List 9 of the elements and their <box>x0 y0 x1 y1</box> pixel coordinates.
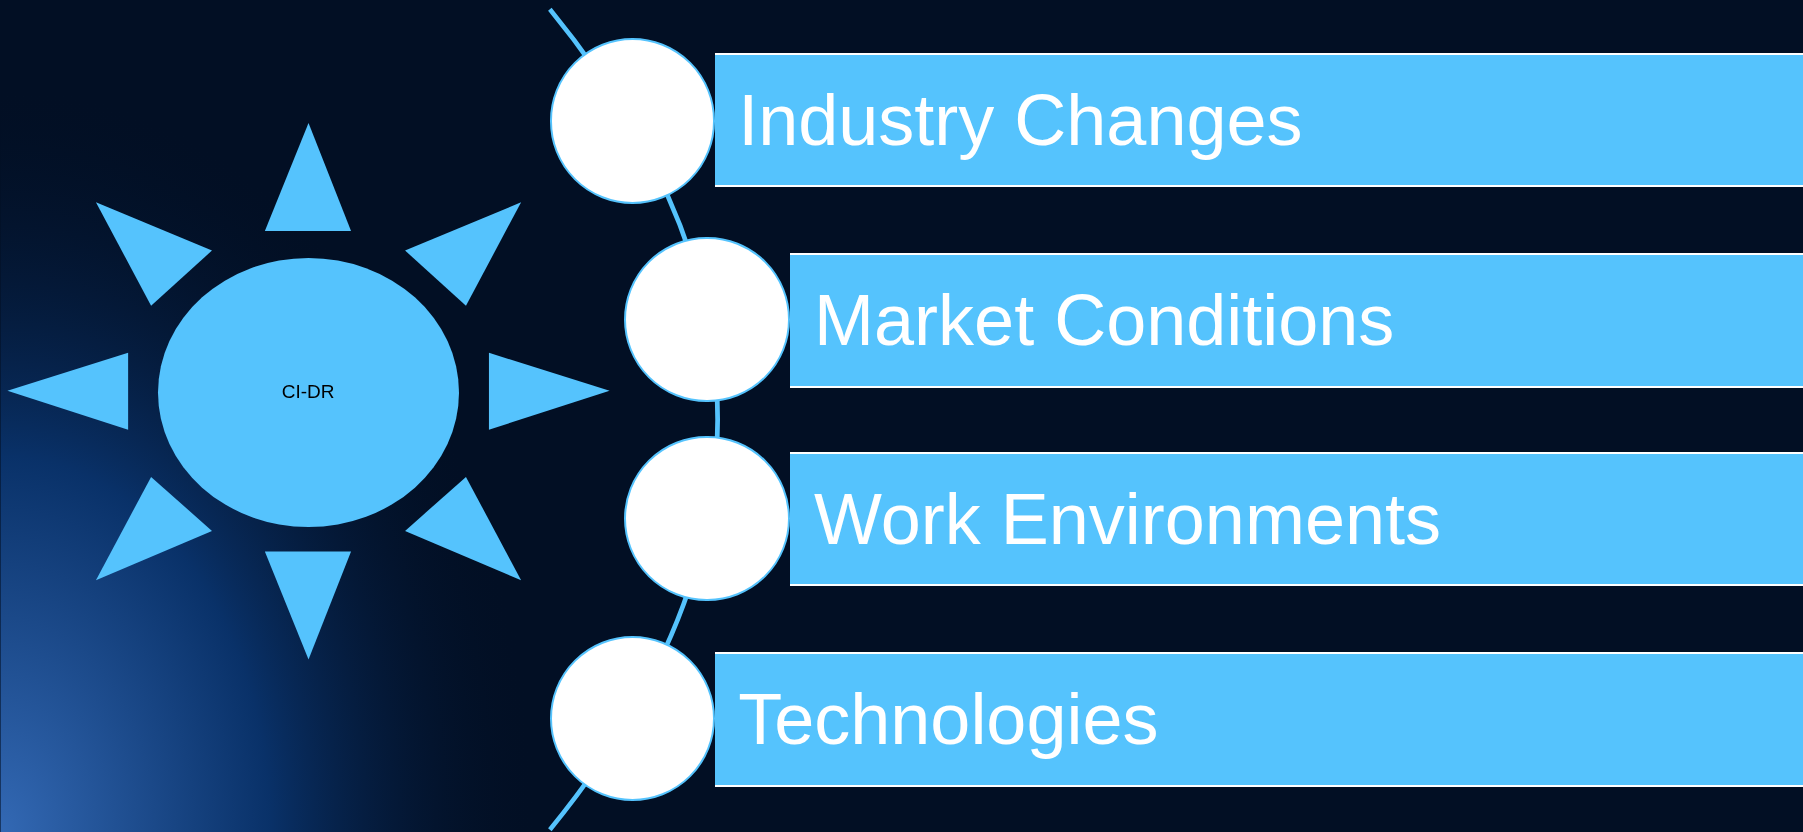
topic-bar <box>789 252 1803 388</box>
topic-bar <box>715 651 1803 787</box>
topic-label: Industry Changes <box>738 79 1303 162</box>
topic-label: Technologies <box>738 678 1159 761</box>
topic-label: Market Conditions <box>814 279 1395 362</box>
topic-bar <box>715 52 1803 188</box>
topic-label: Work Environments <box>814 478 1441 561</box>
center-label: CI-DR <box>281 381 335 404</box>
topic-bar <box>789 451 1803 587</box>
